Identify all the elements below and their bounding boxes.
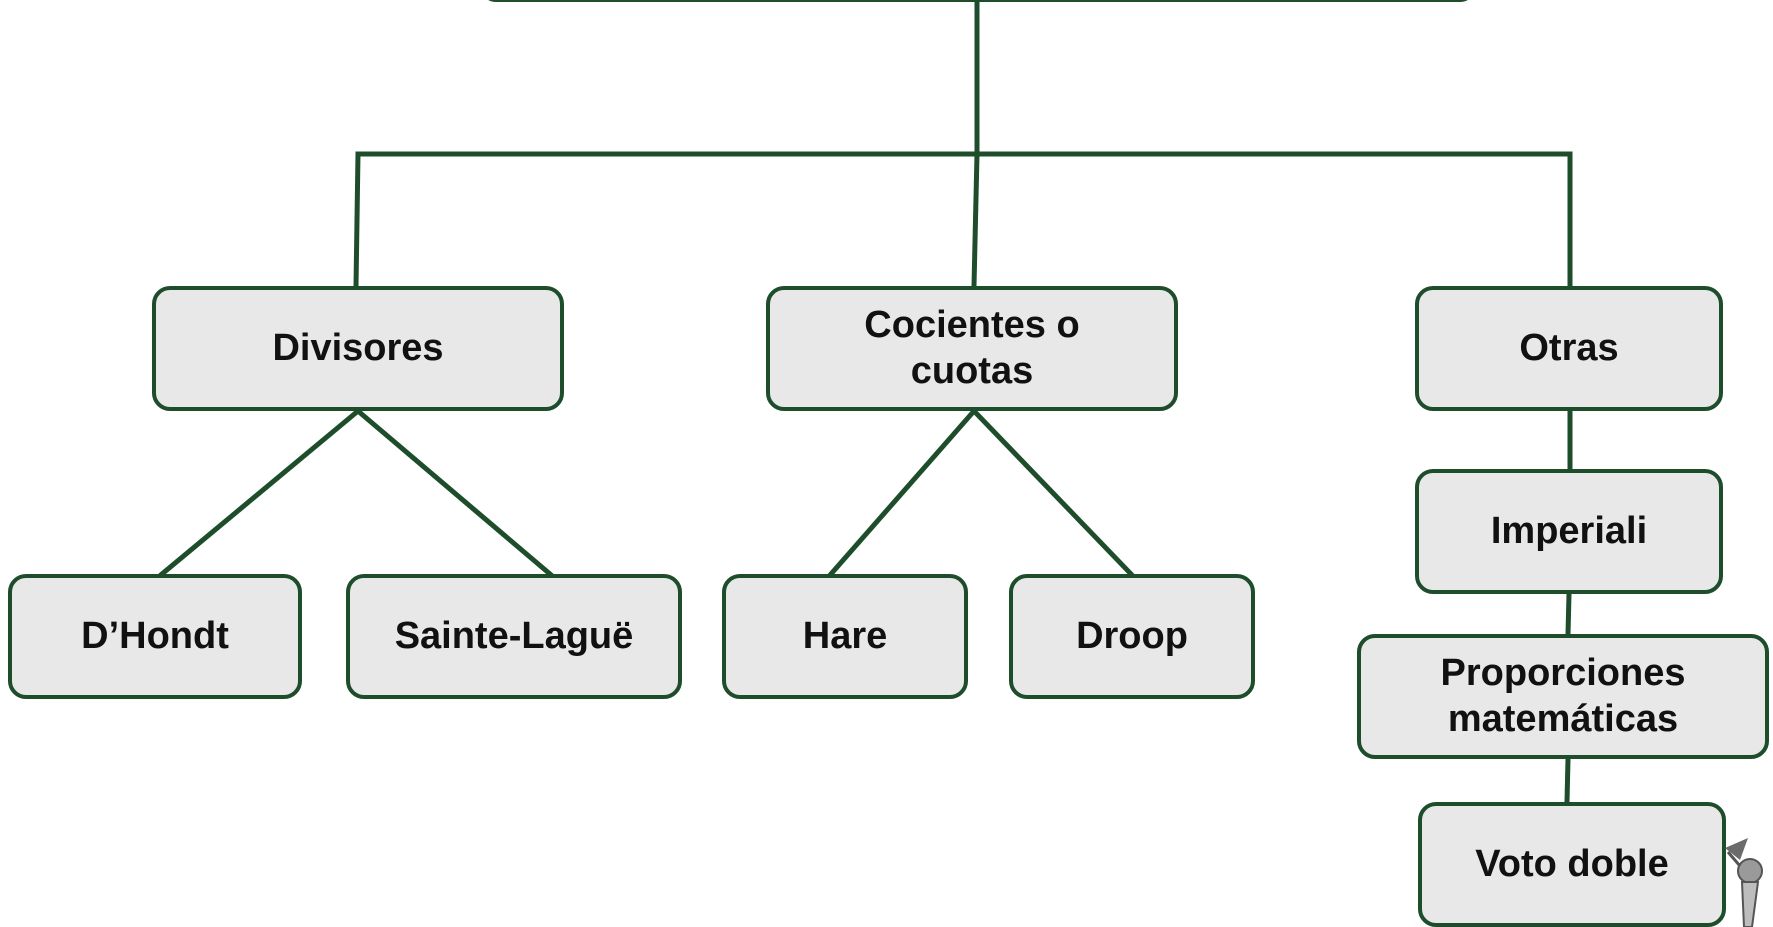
root-node (480, 0, 1476, 2)
node-sainte-lague: Sainte-Laguë (346, 574, 682, 699)
node-hare: Hare (722, 574, 968, 699)
connector-cocientes-droop (970, 407, 1135, 578)
connector-cocientes-hare (827, 407, 978, 578)
node-droop: Droop (1009, 574, 1255, 699)
node-dhondt: D’Hondt (8, 574, 302, 699)
node-otras: Otras (1415, 286, 1723, 411)
connector-imperiali-proporciones (1565, 591, 1572, 637)
pointer-figure-icon (1725, 838, 1763, 927)
node-cocientes-o-cuotas: Cocientes o cuotas (766, 286, 1178, 411)
connector-to-cocientes (971, 151, 980, 289)
node-proporciones-matematicas: Proporciones matemáticas (1357, 634, 1769, 759)
connector-proporciones-voto (1564, 756, 1571, 805)
connector-divisores-sainte (354, 407, 554, 578)
connector-to-divisores (353, 151, 361, 289)
node-imperiali: Imperiali (1415, 469, 1723, 594)
node-divisores: Divisores (152, 286, 564, 411)
connector-divisores-dhondt (158, 407, 362, 578)
node-voto-doble: Voto doble (1418, 802, 1726, 927)
